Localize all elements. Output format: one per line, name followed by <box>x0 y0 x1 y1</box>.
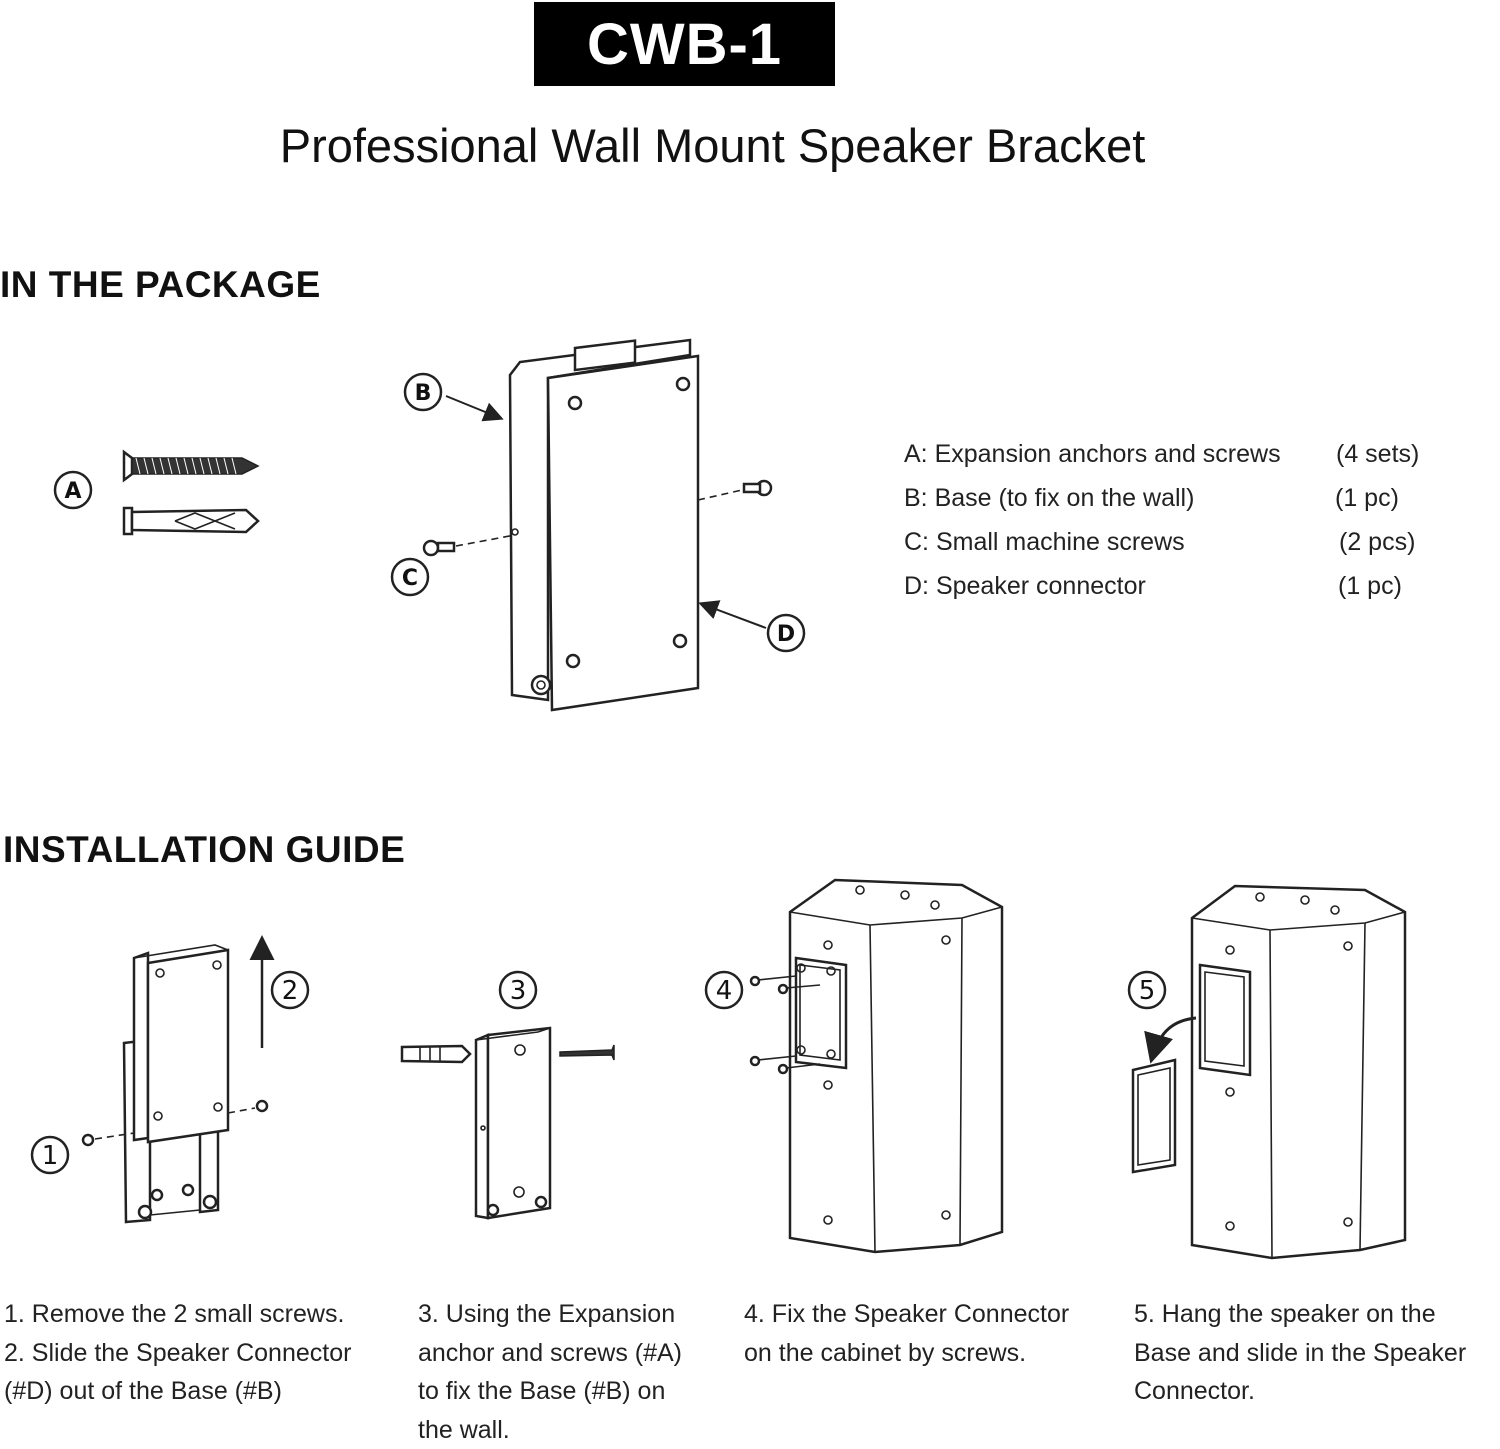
callout-a: A <box>55 472 91 508</box>
step-number-label: 1 <box>42 1141 59 1171</box>
callout-b: B <box>405 374 500 418</box>
step-line: 3. Using the Expansion <box>418 1295 682 1334</box>
screw-icon <box>124 452 258 480</box>
step-line: to fix the Base (#B) on <box>418 1372 682 1411</box>
step-line: 1. Remove the 2 small screws. <box>4 1295 351 1334</box>
step-line: 4. Fix the Speaker Connector <box>744 1295 1069 1334</box>
step-number-label: 5 <box>1139 976 1156 1006</box>
step-text-4: 4. Fix the Speaker Connector on the cabi… <box>744 1295 1069 1372</box>
step-number-2: 2 <box>272 972 308 1008</box>
callout-c: C <box>392 559 428 595</box>
callout-label: B <box>415 381 432 406</box>
step-line: on the cabinet by screws. <box>744 1334 1069 1373</box>
step-number-1: 1 <box>32 1137 68 1173</box>
step-number-label: 2 <box>282 976 299 1006</box>
callout-label: A <box>64 479 81 504</box>
step-line: Base and slide in the Speaker <box>1134 1334 1466 1373</box>
step-line: 5. Hang the speaker on the <box>1134 1295 1466 1334</box>
step-text-3: 3. Using the Expansion anchor and screws… <box>418 1295 682 1449</box>
step-4-connector <box>751 958 846 1073</box>
step-number-label: 4 <box>716 976 733 1006</box>
anchor-icon <box>124 508 258 534</box>
step-line: Connector. <box>1134 1372 1466 1411</box>
speaker-connector-icon <box>548 356 698 710</box>
step-1-illustration <box>83 940 267 1222</box>
step-number-label: 3 <box>510 976 527 1006</box>
step-line: anchor and screws (#A) <box>418 1334 682 1373</box>
step-number-5: 5 <box>1129 972 1165 1008</box>
step-3-illustration <box>402 1028 614 1218</box>
step-number-4: 4 <box>706 972 742 1008</box>
step-text-1-2: 1. Remove the 2 small screws. 2. Slide t… <box>4 1295 351 1411</box>
callout-d: D <box>702 604 804 651</box>
step-line: the wall. <box>418 1411 682 1449</box>
step-line: (#D) out of the Base (#B) <box>4 1372 351 1411</box>
step-line: 2. Slide the Speaker Connector <box>4 1334 351 1373</box>
step-number-3: 3 <box>500 972 536 1008</box>
callout-label: D <box>777 622 795 647</box>
callout-label: C <box>402 566 418 591</box>
step-text-5: 5. Hang the speaker on the Base and slid… <box>1134 1295 1466 1411</box>
